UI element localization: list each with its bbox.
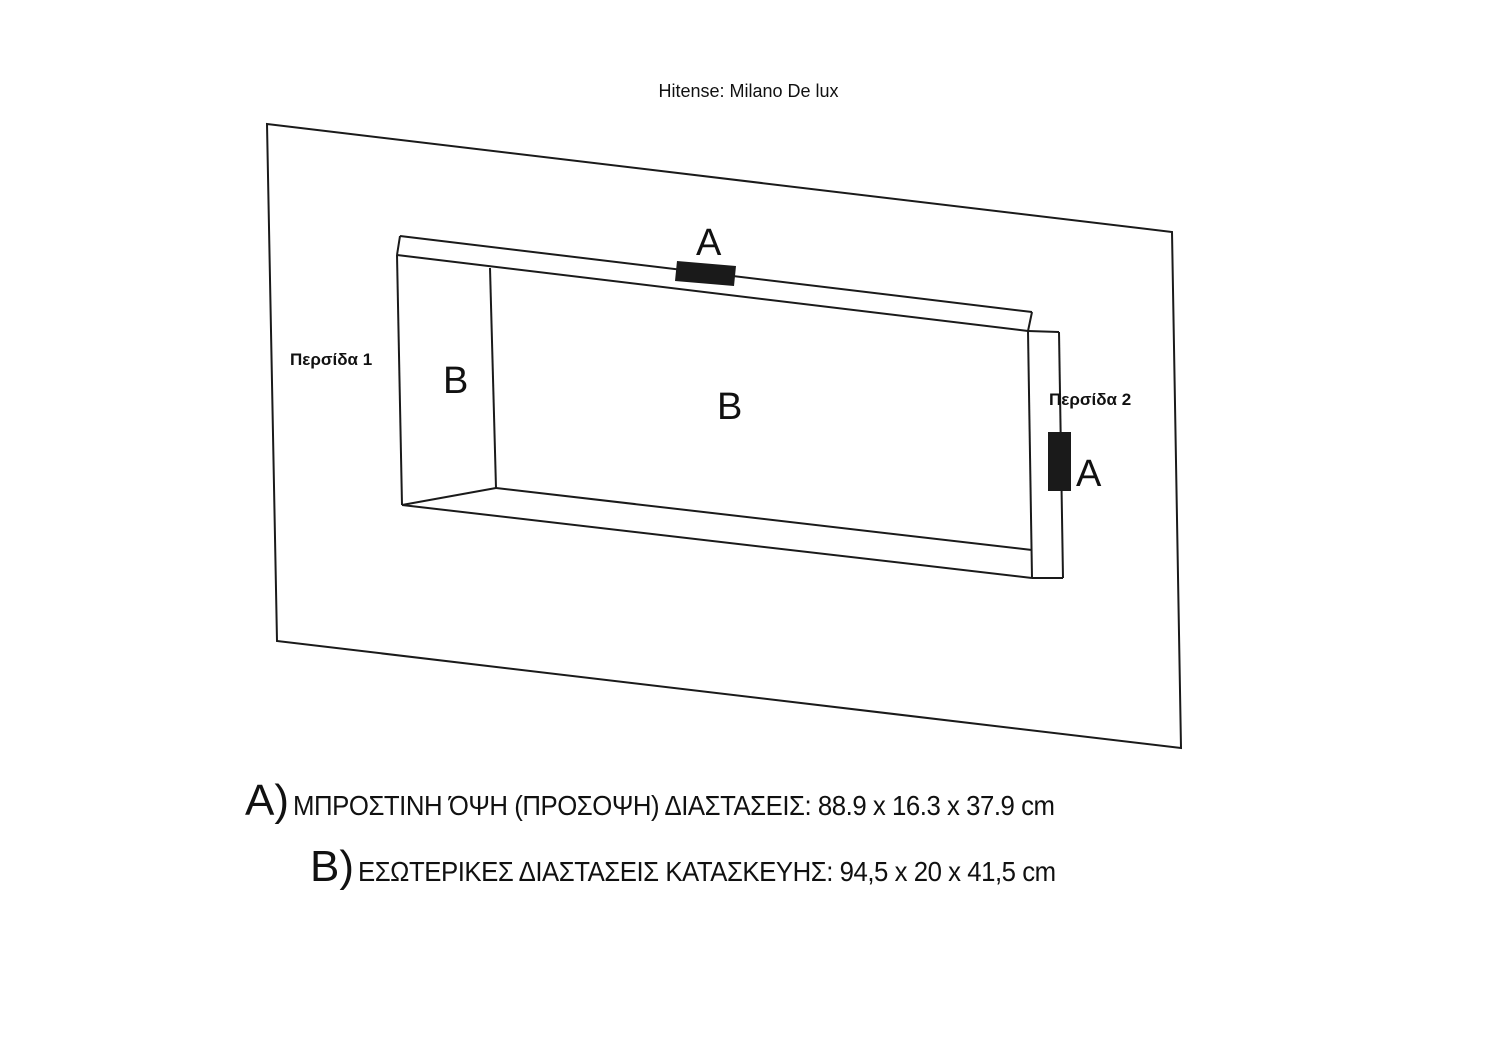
legend-text: ΜΠΡΟΣΤΙΝΗ ΌΨΗ (ΠΡΟΣΟΨΗ) ΔΙΑΣΤΑΣΕΙΣ: 88.9… — [293, 790, 1055, 821]
marker-a-top: A — [696, 222, 722, 264]
marker-a-right-block — [1048, 432, 1071, 491]
legend-text: ΕΣΩΤΕΡΙΚΕΣ ΔΙΑΣΤΑΣΕΙΣ ΚΑΤΑΣΚΕΥΗΣ: 94,5 x… — [358, 856, 1057, 887]
wall-panel — [265, 122, 1183, 750]
marker-a-right: A — [1076, 453, 1102, 495]
legend-row-a: A) ΜΠΡΟΣΤΙΝΗ ΌΨΗ (ΠΡΟΣΟΨΗ) ΔΙΑΣΤΑΣΕΙΣ: 8… — [245, 776, 1121, 826]
legend-row-b: B) ΕΣΩΤΕΡΙΚΕΣ ΔΙΑΣΤΑΣΕΙΣ ΚΑΤΑΣΚΕΥΗΣ: 94,… — [310, 842, 1117, 892]
shutter-1-label: Περσίδα 1 — [290, 350, 373, 369]
legend-letter: A) — [245, 776, 289, 825]
legend-letter: B) — [310, 842, 354, 891]
marker-a-top-block — [675, 261, 736, 286]
diagram-title: Hitense: Milano De lux — [658, 81, 839, 101]
shutter-2-label: Περσίδα 2 — [1049, 390, 1132, 409]
marker-b-center: B — [717, 386, 743, 428]
marker-b-left: B — [443, 360, 469, 402]
